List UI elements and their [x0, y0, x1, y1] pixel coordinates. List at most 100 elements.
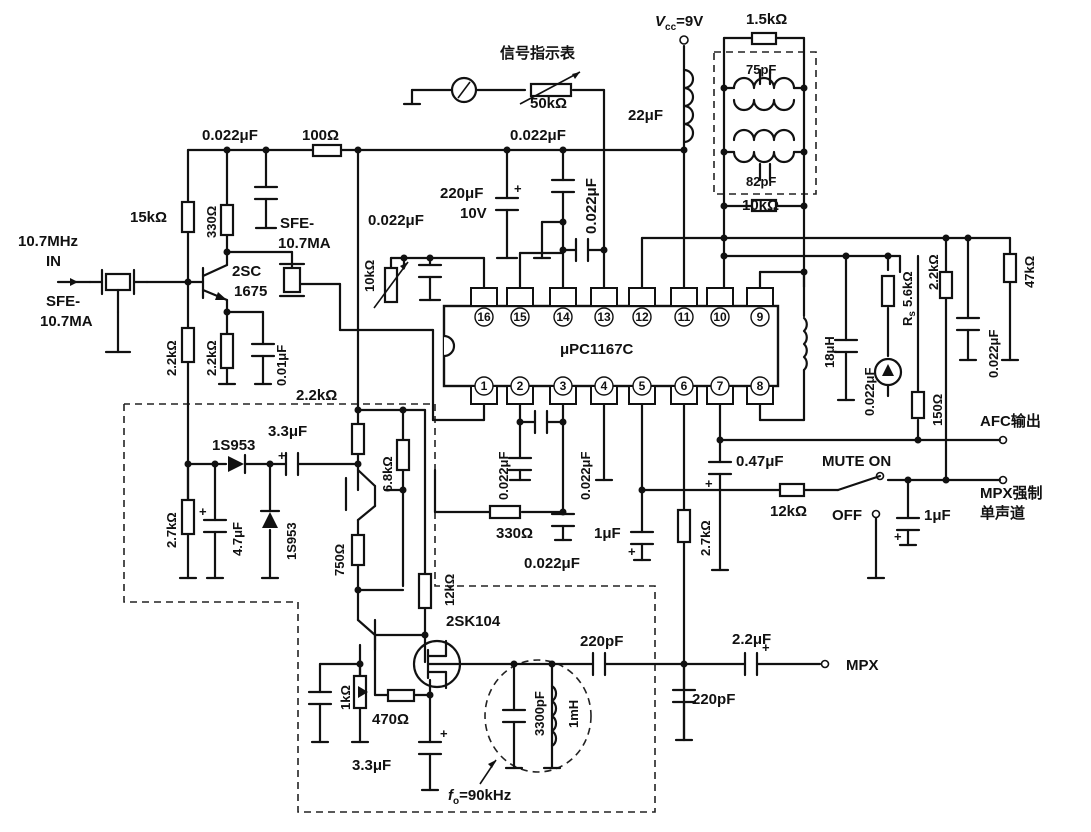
- ic-top-pin-box: [470, 287, 498, 307]
- label-r-50k: 50kΩ: [530, 95, 567, 112]
- label-c-0022-d: 0.022μF: [368, 212, 424, 229]
- label-c-22u: 2.2μF: [732, 631, 771, 648]
- ic-top-pin-box: [590, 287, 618, 307]
- label-r-22k-b: 2.2kΩ: [204, 340, 219, 376]
- ic-bottom-pin-circle: [510, 376, 530, 396]
- ic-top-pin-circle: [474, 307, 494, 327]
- ic-top-pin-box: [670, 287, 698, 307]
- svg-text:+: +: [762, 640, 770, 655]
- ic-bottom-pin-circle: [750, 376, 770, 396]
- ic-bottom-pin-number: 7: [717, 379, 724, 393]
- ic-bottom-pin-number: 6: [681, 379, 688, 393]
- label-in-1: 10.7MHz: [18, 233, 78, 250]
- label-r-150: 150Ω: [930, 394, 945, 426]
- label-afc: AFC输出: [980, 412, 1041, 430]
- label-r-68k: 6.8kΩ: [380, 456, 395, 492]
- ic-top-pin-circle: [710, 307, 730, 327]
- label-r-22k-a: 2.2kΩ: [164, 340, 179, 376]
- label-r-1k5: 1.5kΩ: [746, 11, 787, 28]
- ic-top-pin-box: [628, 287, 656, 307]
- ic-top-pin-circle: [553, 307, 573, 327]
- label-q1-1: 2SC: [232, 263, 261, 280]
- label-c-1u-b: 1μF: [924, 507, 951, 524]
- label-fo: fo=90kHz: [448, 787, 511, 807]
- label-r-15k: 15kΩ: [130, 209, 167, 226]
- label-c-001: 0.01μF: [274, 345, 289, 386]
- label-c-3300p: 3300pF: [532, 691, 547, 736]
- label-r-10k-var: 10kΩ: [362, 260, 377, 292]
- ic-top-pin-circle: [674, 307, 694, 327]
- label-sfe-mid-2: 10.7MA: [278, 235, 331, 252]
- label-r-12k-a: 12kΩ: [770, 503, 807, 520]
- label-c-0022-b: 0.022μF: [510, 127, 566, 144]
- ic-top-pin-number: 12: [635, 310, 649, 324]
- ic-bottom-pin-circle: [710, 376, 730, 396]
- label-sfe-in-2: 10.7MA: [40, 313, 93, 330]
- ic-bottom-pin-circle: [674, 376, 694, 396]
- label-r-330b: 330Ω: [496, 525, 533, 542]
- label-r-12k-b: 12kΩ: [442, 574, 457, 606]
- svg-text:+: +: [278, 448, 286, 463]
- ic-bottom-pin-circle: [632, 376, 652, 396]
- ic-top-pin-number: 9: [757, 310, 764, 324]
- label-d1: 1S953: [212, 437, 255, 454]
- label-mpx-forced-1: MPX强制: [980, 484, 1043, 502]
- ic-top-pin-box: [746, 287, 774, 307]
- ic-top-pin-number: 15: [513, 310, 527, 324]
- label-rs: Rs5.6kΩ: [900, 271, 918, 326]
- label-c-33u-a: 3.3μF: [268, 423, 307, 440]
- ic-top-pin-circle: [594, 307, 614, 327]
- label-c-75p: 75pF: [746, 62, 776, 77]
- ic-bottom-pin-number: 8: [757, 379, 764, 393]
- ic-top-pin-number: 11: [678, 310, 691, 324]
- label-d2: 1S953: [284, 522, 299, 560]
- ic-bottom-pin-number: 4: [601, 379, 608, 393]
- label-c-0022-h: 0.022μF: [578, 452, 593, 500]
- label-v-10v: 10V: [460, 205, 487, 222]
- ic-bottom-pin-number: 5: [639, 379, 646, 393]
- label-mpx-forced-2: 单声道: [980, 504, 1025, 522]
- ic-top-pin-box: [706, 287, 734, 307]
- label-off: OFF: [832, 507, 862, 524]
- ic-top-pin-circle: [632, 307, 652, 327]
- svg-text:+: +: [628, 544, 636, 559]
- label-c-220p-b: 220pF: [692, 691, 735, 708]
- ic-top-pin-circle: [750, 307, 770, 327]
- ic-bottom-pin-circle: [594, 376, 614, 396]
- label-l-1m: 1mH: [566, 700, 581, 728]
- ic-top-pin-circle: [510, 307, 530, 327]
- label-meter: 信号指示表: [500, 44, 576, 62]
- label-l-22u: 22μF: [628, 107, 663, 124]
- label-c-82p: 82pF: [746, 174, 776, 189]
- ic-bottom-pin-number: 1: [481, 379, 488, 393]
- svg-text:+: +: [894, 529, 902, 544]
- ic-top-pin-box: [549, 287, 577, 307]
- label-c-0022-f: 0.022μF: [986, 330, 1001, 378]
- label-mpx: MPX: [846, 657, 879, 674]
- label-mute-on: MUTE ON: [822, 453, 891, 470]
- ic-top-pin-box: [506, 287, 534, 307]
- label-r-10k-top: 10kΩ: [742, 197, 779, 214]
- label-c-220p-a: 220pF: [580, 633, 623, 650]
- label-c-33u-b: 3.3μF: [352, 757, 391, 774]
- label-r-27k-a: 2.7kΩ: [164, 512, 179, 548]
- vcc-label: Vcc=9V: [655, 13, 703, 33]
- svg-text:+: +: [705, 476, 713, 491]
- label-r-47k: 47kΩ: [1022, 256, 1037, 288]
- svg-text:+: +: [514, 181, 522, 196]
- label-c-0022-i: 0.022μF: [524, 555, 580, 572]
- ic-top-pin-number: 13: [597, 310, 611, 324]
- label-r-27k-b: 2.7kΩ: [698, 520, 713, 556]
- ic-bottom-pin-circle: [474, 376, 494, 396]
- ic-top-pin-number: 14: [556, 310, 570, 324]
- label-fet: 2SK104: [446, 613, 501, 630]
- label-c-047: 0.47μF: [736, 453, 784, 470]
- dashed-region-detector: [123, 403, 656, 813]
- label-c-0022-g: 0.022μF: [496, 452, 511, 500]
- ic-top-pin-number: 16: [477, 310, 491, 324]
- label-sfe-mid-1: SFE-: [280, 215, 314, 232]
- label-in-2: IN: [46, 253, 61, 270]
- label-c-0022-a: 0.022μF: [202, 127, 258, 144]
- svg-text:+: +: [440, 726, 448, 741]
